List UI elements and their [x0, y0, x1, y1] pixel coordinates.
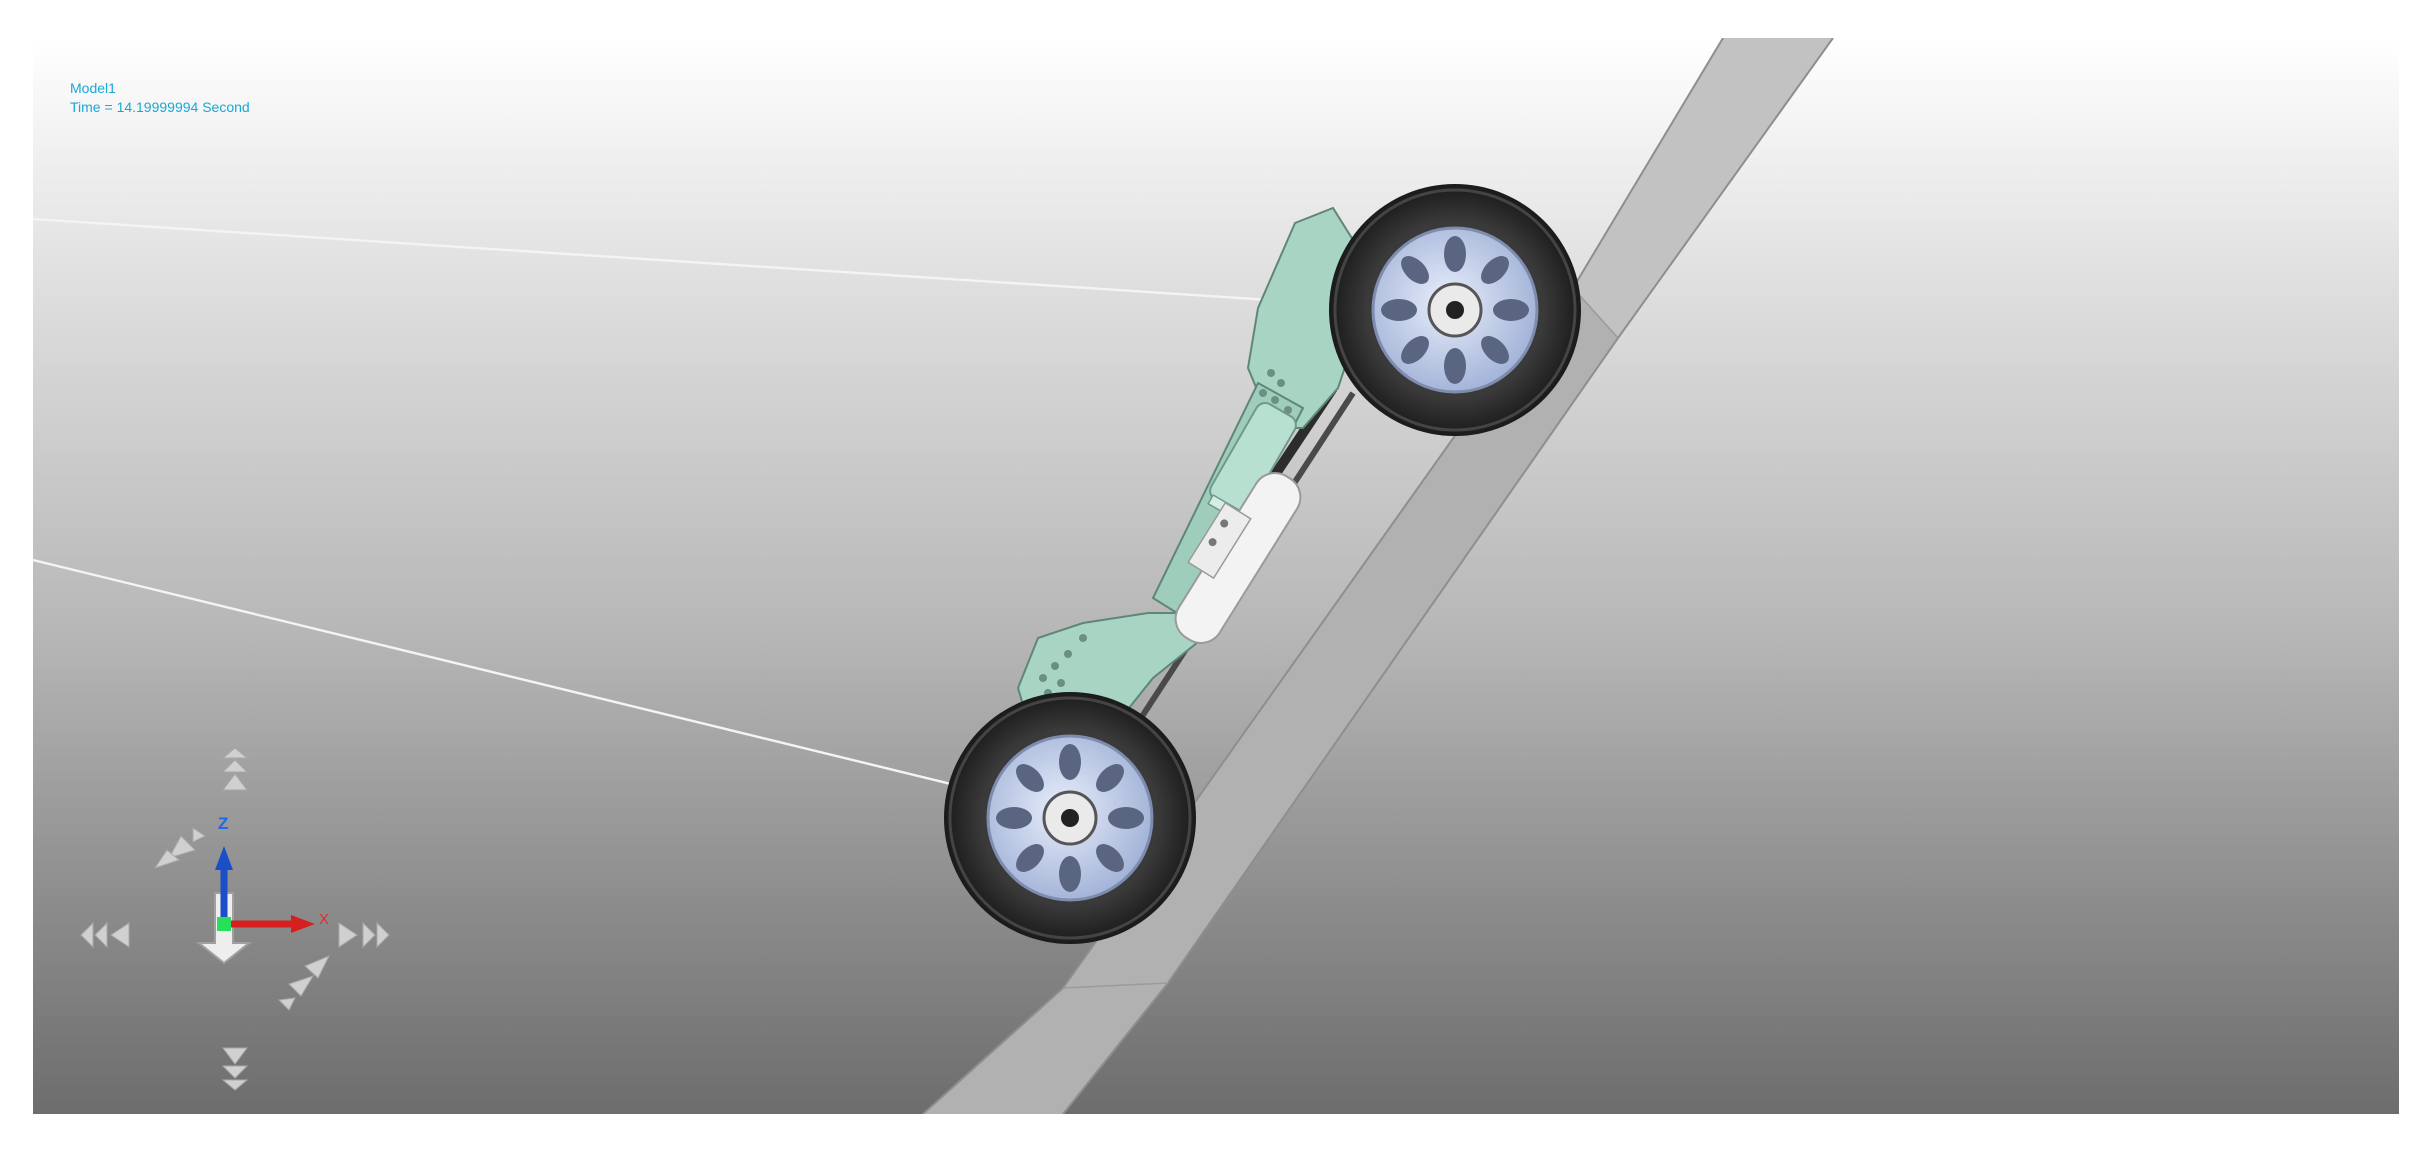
upper-bracket-plate	[1246, 206, 1365, 429]
x-axis-label: X	[319, 911, 329, 928]
rotate-down-right-icon[interactable]	[277, 955, 331, 1011]
tether-cables	[33, 217, 1424, 806]
upper-wheel[interactable]	[1329, 184, 1581, 436]
view-navigation-controls	[80, 747, 390, 1091]
axis-triad: Z X	[196, 814, 329, 965]
lower-wheel[interactable]	[944, 692, 1196, 944]
pan-up-icon[interactable]	[221, 747, 249, 791]
simulation-scene[interactable]: Z X	[33, 38, 2399, 1114]
ramp-road	[922, 38, 1834, 1114]
3d-viewport[interactable]: Z X Model1 Time = 14.19999994 Second	[33, 38, 2399, 1114]
simulation-info-overlay: Model1 Time = 14.19999994 Second	[70, 79, 250, 117]
pan-left-icon[interactable]	[80, 921, 130, 949]
pan-down-icon[interactable]	[221, 1047, 249, 1091]
time-label: Time	[70, 99, 101, 115]
lower-tether-cable	[33, 558, 1034, 806]
time-value: 14.19999994	[116, 99, 199, 115]
upper-tether-cable	[33, 217, 1424, 312]
pan-right-icon[interactable]	[338, 921, 390, 949]
rotate-up-left-icon[interactable]	[153, 827, 206, 869]
battery-housing	[1174, 472, 1302, 644]
origin-point	[217, 917, 231, 931]
time-unit: Second	[202, 99, 250, 115]
z-axis-label: Z	[218, 814, 228, 833]
model-name: Model1	[70, 80, 116, 96]
time-equals: =	[104, 99, 113, 115]
simulation-time: Time = 14.19999994 Second	[70, 98, 250, 117]
